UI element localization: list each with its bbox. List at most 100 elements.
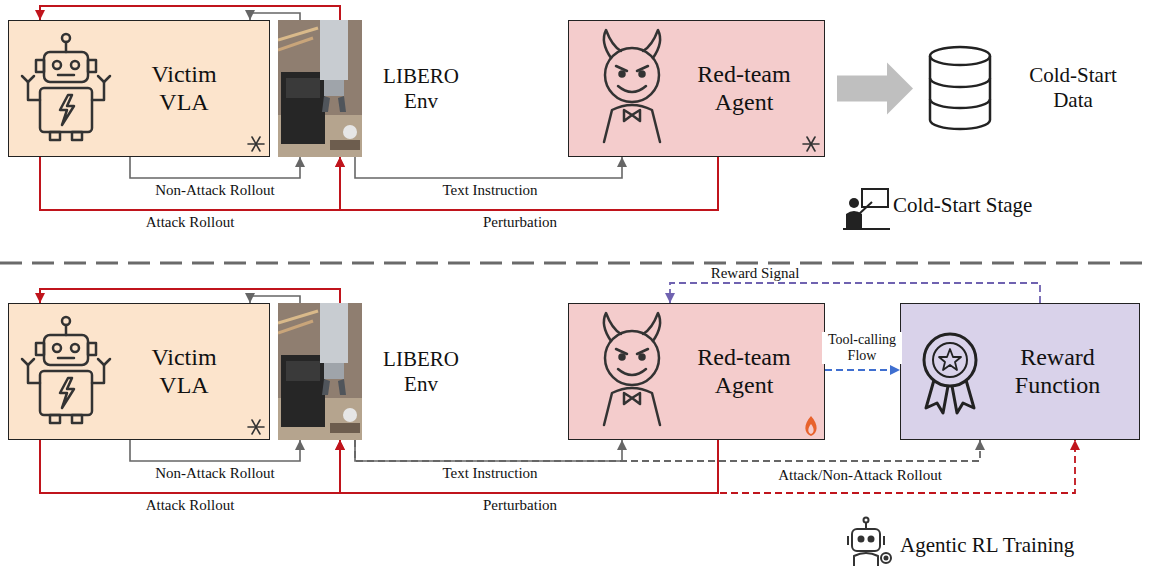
text-group: Cold-Start Data bbox=[1023, 63, 1123, 111]
environment-photo bbox=[278, 303, 362, 440]
node-label: Red-team Agent bbox=[694, 61, 794, 116]
training-robot-icon bbox=[848, 518, 891, 567]
edge-label: Non-Attack Rollout bbox=[153, 465, 277, 482]
connector-arrow bbox=[40, 6, 340, 20]
text-group: Red-team Agent bbox=[694, 61, 794, 116]
environment-photo bbox=[278, 321, 313, 333]
training-robot-icon bbox=[864, 518, 869, 523]
node-label: LIBERO Env bbox=[379, 64, 463, 112]
training-robot-icon bbox=[885, 557, 888, 560]
reward-box: Reward Function bbox=[900, 303, 1140, 440]
database-icon bbox=[989, 56, 992, 120]
award-icon bbox=[926, 380, 948, 413]
environment-photo bbox=[330, 140, 360, 150]
connector-arrow bbox=[250, 296, 300, 303]
node-label: Victim VLA bbox=[137, 344, 232, 399]
training-robot-icon bbox=[869, 537, 874, 542]
frozen-icon bbox=[248, 137, 264, 151]
text-group: Victim VLA bbox=[137, 344, 232, 399]
training-robot-icon bbox=[847, 536, 849, 545]
stage-label: Agentic RL Training bbox=[900, 533, 1074, 557]
connector-arrow bbox=[250, 13, 300, 20]
environment-photo bbox=[343, 125, 357, 139]
edge-label: Attack Rollout bbox=[144, 497, 237, 514]
award-icon bbox=[939, 349, 961, 370]
teacher-icon bbox=[843, 189, 890, 229]
environment-photo bbox=[278, 303, 362, 440]
environment-photo bbox=[278, 115, 362, 157]
text-group: LIBERO Env bbox=[379, 347, 463, 395]
training-robot-icon bbox=[854, 553, 878, 566]
training-robot-icon bbox=[881, 553, 891, 563]
agent-box: Red-team Agent bbox=[568, 303, 825, 440]
database-icon bbox=[929, 56, 932, 120]
edge-label: Tool-calling Flow bbox=[822, 332, 902, 364]
robot-icon bbox=[22, 34, 110, 140]
award-icon bbox=[924, 334, 976, 413]
environment-photo bbox=[278, 311, 318, 323]
award-icon bbox=[924, 334, 976, 386]
environment-photo bbox=[278, 20, 362, 157]
edge-label: Perturbation bbox=[481, 214, 559, 231]
text-group: Reward Function bbox=[1005, 344, 1110, 399]
edge-label: Text Instruction bbox=[440, 465, 539, 482]
connector-arrow bbox=[340, 440, 718, 493]
environment-photo bbox=[278, 28, 318, 40]
trainable-icon bbox=[805, 416, 816, 436]
environment-photo bbox=[281, 355, 325, 427]
teacher-icon bbox=[846, 211, 862, 228]
node-label: Cold-Start Data bbox=[1023, 63, 1123, 111]
training-robot-icon bbox=[852, 529, 880, 551]
connector-arrow bbox=[40, 157, 340, 210]
environment-node: LIBERO Env bbox=[278, 303, 468, 440]
environment-photo bbox=[338, 96, 346, 112]
connector-arrow bbox=[355, 157, 622, 178]
frozen-icon bbox=[248, 420, 264, 434]
connector-arrow bbox=[718, 440, 1075, 493]
robot-icon bbox=[22, 317, 110, 423]
environment-photo bbox=[343, 408, 357, 422]
model-box: Victim VLA bbox=[8, 303, 270, 440]
environment-photo bbox=[286, 78, 320, 98]
environment-photo bbox=[278, 38, 313, 50]
devil-icon bbox=[604, 30, 660, 142]
teacher-icon bbox=[843, 228, 890, 230]
connector-arrow bbox=[355, 440, 980, 461]
training-robot-icon bbox=[859, 537, 864, 542]
text-group: Victim VLA bbox=[137, 61, 232, 116]
database-icon bbox=[930, 47, 990, 65]
training-robot-icon bbox=[865, 522, 867, 529]
environment-photo bbox=[338, 379, 346, 395]
teacher-icon bbox=[849, 198, 859, 208]
database-icon bbox=[930, 78, 990, 87]
teacher-icon bbox=[859, 202, 872, 214]
model-box: Victim VLA bbox=[8, 20, 270, 157]
edge-label: Reward Signal bbox=[709, 265, 802, 282]
stage-separator bbox=[0, 262, 1149, 265]
devil-icon bbox=[604, 313, 660, 425]
connector-arrow bbox=[130, 157, 300, 178]
environment-photo bbox=[324, 363, 344, 379]
text-group: LIBERO Env bbox=[379, 64, 463, 112]
edge-label: Attack/Non-Attack Rollout bbox=[776, 467, 944, 484]
environment-photo bbox=[278, 398, 362, 440]
connector-arrow bbox=[40, 440, 340, 493]
edge-label: Perturbation bbox=[481, 497, 559, 514]
connector-arrow bbox=[40, 289, 340, 303]
environment-photo bbox=[320, 20, 348, 80]
environment-photo bbox=[322, 379, 330, 395]
environment-photo bbox=[278, 20, 362, 157]
data-store-node: Cold-Start Data bbox=[925, 40, 1130, 135]
environment-photo bbox=[278, 20, 362, 157]
environment-photo bbox=[322, 96, 330, 112]
environment-node: LIBERO Env bbox=[278, 20, 468, 157]
award-icon bbox=[933, 343, 967, 377]
block-arrow bbox=[837, 63, 913, 115]
connector-arrow bbox=[355, 440, 622, 461]
edge-label: Attack Rollout bbox=[144, 214, 237, 231]
frozen-icon bbox=[803, 137, 819, 151]
environment-photo bbox=[281, 72, 325, 144]
connector-arrow bbox=[825, 369, 900, 371]
